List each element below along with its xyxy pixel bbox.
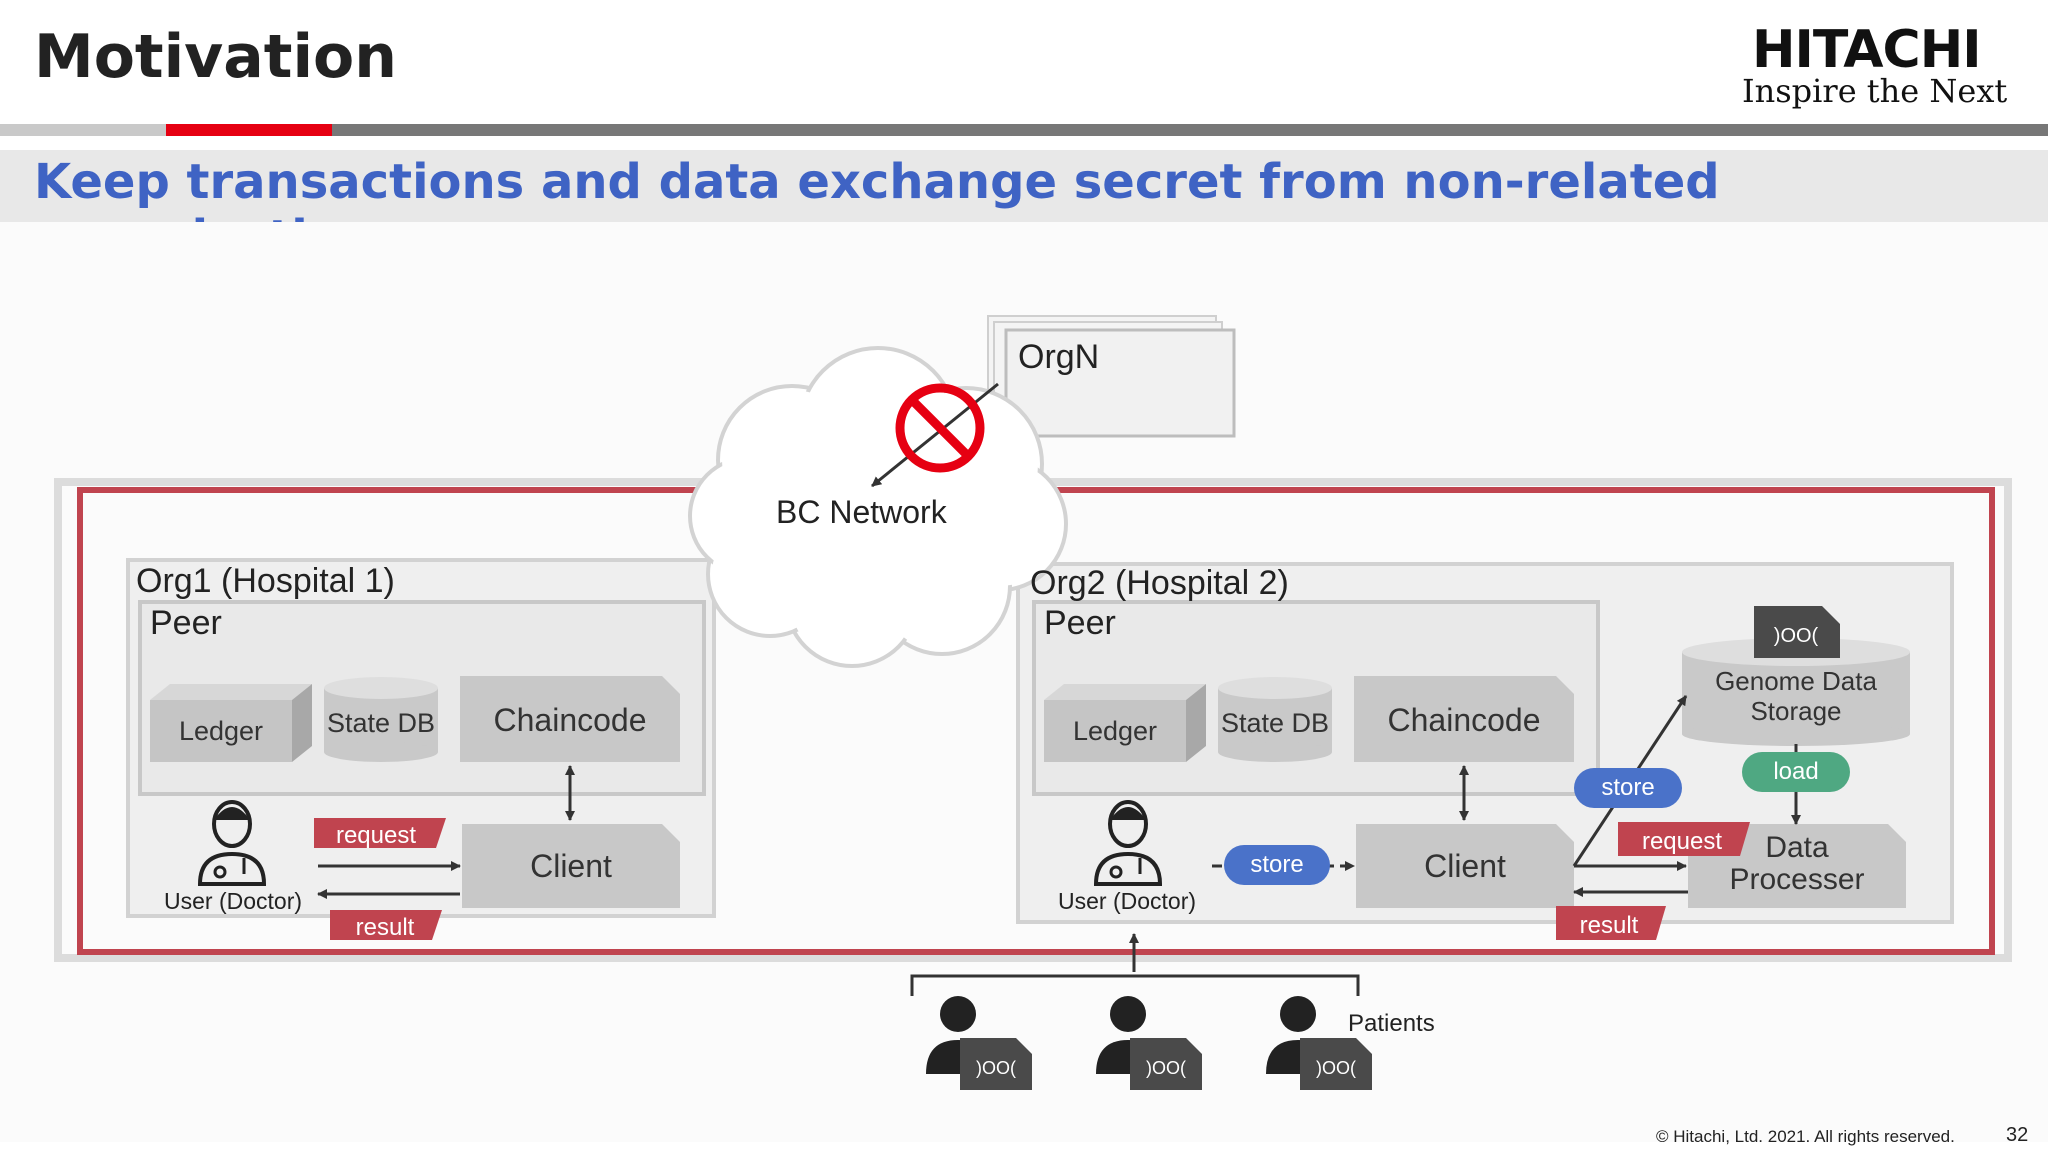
page-number: 32: [2006, 1124, 2029, 1146]
org1-ledger-label: Ledger: [178, 716, 264, 746]
org2-state-db-label: State DB: [1220, 708, 1330, 738]
org2-user-label: User (Doctor): [1058, 888, 1197, 914]
patients-label: Patients: [1348, 1010, 1435, 1037]
genome-storage-line2: Storage: [1750, 696, 1842, 726]
org2-client-label: Client: [1424, 848, 1506, 884]
org1-result-tag: [330, 910, 442, 940]
org2-ledger: [1044, 684, 1206, 762]
patient-icon-3: )OO(: [1266, 996, 1372, 1090]
org2-chaincode-label: Chaincode: [1387, 702, 1541, 738]
genome-storage-label: Genome Data Storage: [1682, 666, 1910, 726]
svg-text:)OO(: )OO(: [1316, 1058, 1356, 1078]
org2-request-label: request: [1641, 828, 1723, 855]
bc-network-cloud: [688, 346, 1068, 668]
header-rule-red: [166, 124, 332, 136]
orgn-network-arrow: [871, 382, 999, 488]
org2-state-db: [1218, 677, 1332, 762]
org2-user-store-pill: [1224, 845, 1330, 885]
org1-chaincode-label: Chaincode: [493, 702, 647, 738]
logo-tagline: Inspire the Next: [1742, 72, 2008, 110]
bc-network-label: BC Network: [776, 494, 947, 530]
header-rule-dark: [332, 124, 2048, 136]
load-label: load: [1773, 758, 1819, 785]
org1-user-label: User (Doctor): [164, 888, 303, 914]
org2-storage-store-label: store: [1601, 774, 1655, 801]
prohibited-icon: [895, 383, 985, 473]
hitachi-logo: HITACHI: [1752, 20, 1982, 80]
org2-result-tag: [1556, 906, 1666, 940]
org1-peer-label: Peer: [150, 604, 222, 642]
org1-doctor-icon: [197, 800, 267, 886]
load-pill: [1742, 752, 1850, 792]
org2-user-store-label: store: [1250, 851, 1304, 878]
copyright-text: © Hitachi, Ltd. 2021. All rights reserve…: [1656, 1127, 1955, 1146]
patient-icon-2: )OO(: [1096, 996, 1202, 1090]
subtitle-band: [0, 150, 2048, 222]
orgn-stack: [987, 315, 1236, 438]
patients-bracket: [910, 974, 1360, 996]
svg-text:)OO(: )OO(: [1774, 625, 1819, 647]
org1-request-tag: [314, 818, 446, 848]
org1-state-db-label: State DB: [326, 708, 436, 738]
data-processer-line2: Processer: [1729, 863, 1865, 896]
org2-chaincode-box: [1354, 676, 1574, 762]
svg-text:)OO(: )OO(: [976, 1058, 1016, 1078]
org1-ledger: [150, 684, 312, 762]
dna-card-icon: )OO(: [1754, 606, 1840, 658]
org1-result-label: result: [355, 914, 415, 941]
org2-storage-store-pill: [1574, 768, 1682, 808]
genome-storage-line1: Genome Data: [1715, 666, 1877, 696]
org2-request-tag: [1618, 822, 1750, 856]
org2-client-box: [1356, 824, 1574, 908]
svg-text:)OO(: )OO(: [1146, 1058, 1186, 1078]
org1-title: Org1 (Hospital 1): [136, 562, 395, 600]
org2-peer-label: Peer: [1044, 604, 1116, 642]
org1-client-box: [462, 824, 680, 908]
org1-chaincode-box: [460, 676, 680, 762]
org1-state-db: [324, 677, 438, 762]
org1-client-label: Client: [530, 848, 612, 884]
org2-ledger-label: Ledger: [1072, 716, 1158, 746]
slide-title: Motivation: [34, 22, 397, 92]
header-rule-gray: [0, 124, 166, 136]
org2-result-label: result: [1579, 912, 1639, 939]
org2-title: Org2 (Hospital 2): [1030, 564, 1289, 602]
orgn-label: OrgN: [1018, 338, 1100, 376]
data-processer-label: Data Processer: [1688, 832, 1906, 896]
org2-doctor-icon: [1093, 800, 1163, 886]
data-processer-line1: Data: [1765, 831, 1829, 864]
org1-request-label: request: [335, 822, 417, 849]
patient-icon-1: )OO(: [926, 996, 1032, 1090]
